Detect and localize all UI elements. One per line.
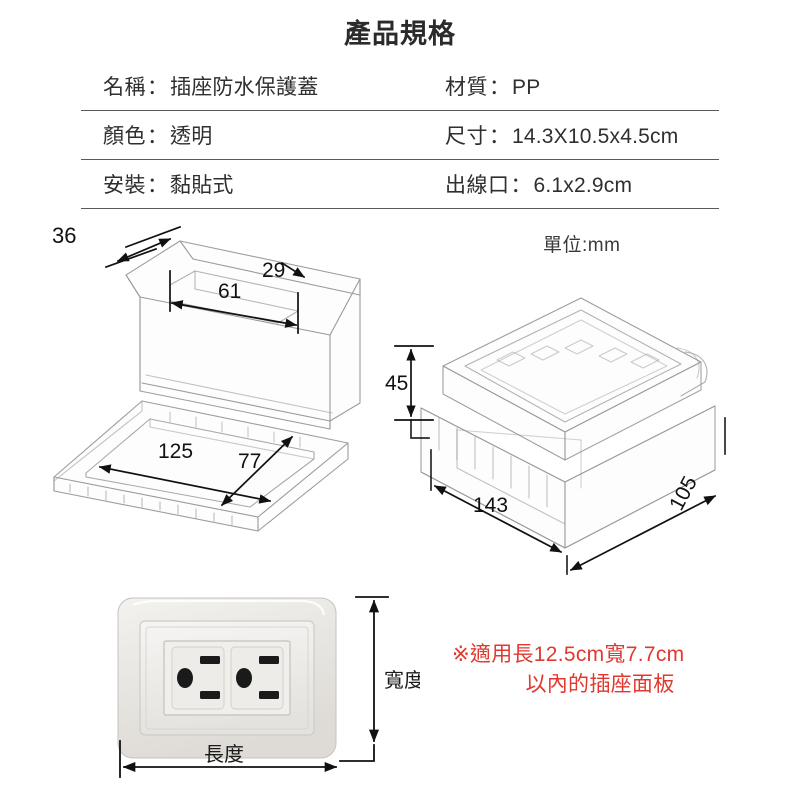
page-title: 產品規格 [344,19,456,49]
receptacle-left [171,646,225,710]
spec-value: 6.1x2.9cm [533,174,633,197]
spec-separator: ： [147,76,168,99]
table-row: 名稱 ： 插座防水保護蓋 材質 ： PP [81,62,719,111]
spec-key: 材質 [445,76,488,99]
dimension-label-61: 61 [218,280,241,303]
ground-slot-icon [177,668,193,688]
outlet-plate-drawing: 寬度 長度 [117,596,420,778]
blade-slot-icon [200,656,220,664]
spec-cell-size: 尺寸 ： 14.3X10.5x4.5cm [445,120,719,150]
spec-separator: ： [489,125,510,148]
spec-value: 透明 [170,125,213,148]
spec-value: 黏貼式 [170,174,234,197]
spec-key: 尺寸 [445,125,488,148]
spec-key: 安裝 [103,174,146,197]
dimension-label-45: 45 [385,372,408,395]
dimension-label-143: 143 [473,494,508,517]
spec-key: 出線口 [445,174,510,197]
compatibility-notice: ※適用長12.5cm寬7.7cm 以內的插座面板 [452,640,782,700]
spec-cell-name: 名稱 ： 插座防水保護蓋 [81,71,445,101]
dimension-label-36: 36 [52,223,76,248]
dimension-label-125: 125 [158,440,193,463]
spec-separator: ： [147,125,168,148]
figure-open-cover: 36 29 61 125 77 [30,215,390,545]
receptacle-right [230,646,284,710]
figure-closed-cover: 45 143 105 [385,290,735,590]
unit-note: 單位:mm [543,235,621,256]
spec-key: 顏色 [103,125,146,148]
blade-slot-icon [259,656,279,664]
dimension-label-77: 77 [238,450,261,473]
dimension-label-length: 長度 [204,743,244,766]
spec-separator: ： [510,174,532,197]
spec-cell-outlet-opening: 出線口 ： 6.1x2.9cm [445,169,719,199]
spec-cell-color: 顏色 ： 透明 [81,120,445,150]
table-row: 安裝 ： 黏貼式 出線口 ： 6.1x2.9cm [81,160,719,209]
dimension-label-width: 寬度 [384,669,420,692]
dimension-label-29: 29 [262,259,285,282]
blade-slot-icon [200,691,220,699]
spec-cell-installation: 安裝 ： 黏貼式 [81,169,445,199]
spec-value: 插座防水保護蓋 [170,76,319,99]
spec-key: 名稱 [103,76,146,99]
ground-slot-icon [236,668,252,688]
table-row: 顏色 ： 透明 尺寸 ： 14.3X10.5x4.5cm [81,111,719,160]
spec-table: 名稱 ： 插座防水保護蓋 材質 ： PP 顏色 ： 透明 尺寸 ： 14.3X1… [81,62,719,209]
notice-line-2: 以內的插座面板 [525,673,675,696]
open-cover-drawing: 36 29 61 125 77 [52,223,361,532]
spec-value: PP [512,76,541,99]
notice-line-1: ※適用長12.5cm寬7.7cm [452,643,685,666]
closed-cover-drawing: 45 143 105 [385,297,726,575]
figure-outlet-plate: 寬度 長度 [100,575,420,790]
blade-slot-icon [259,691,279,699]
spec-value: 14.3X10.5x4.5cm [512,125,679,148]
spec-separator: ： [147,174,168,197]
spec-separator: ： [489,76,510,99]
spec-cell-material: 材質 ： PP [445,71,719,101]
